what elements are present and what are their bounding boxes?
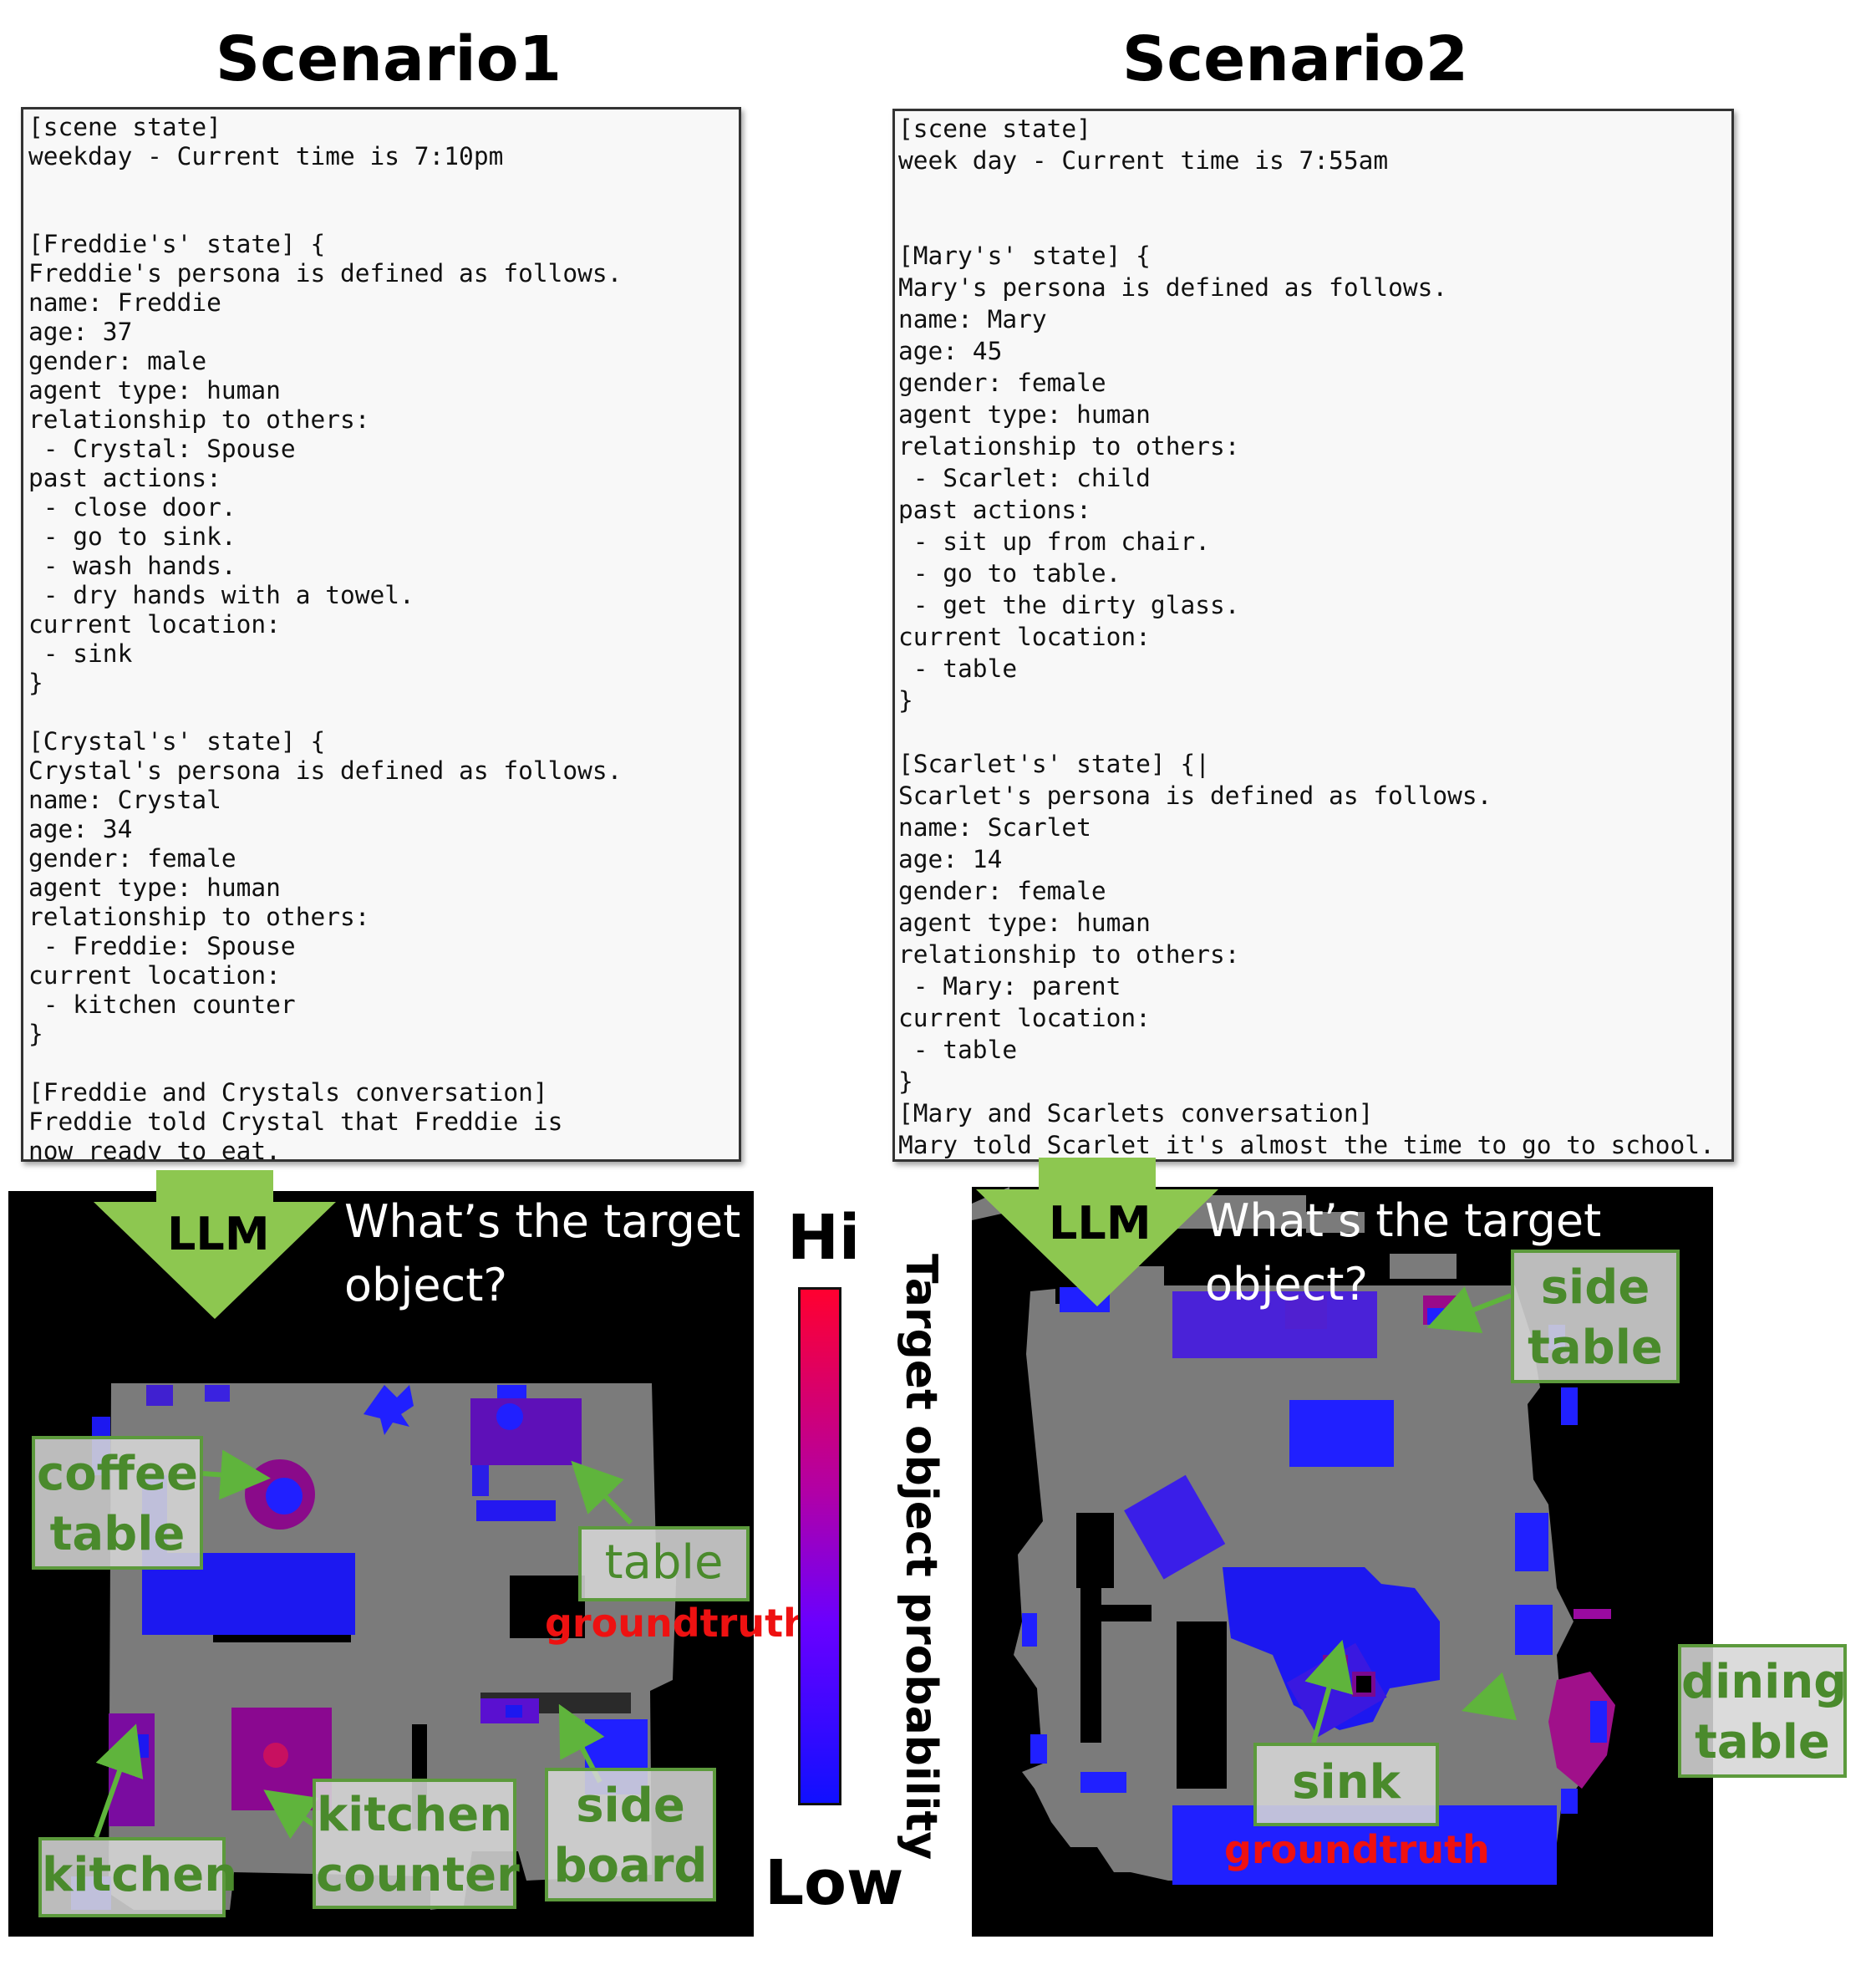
label-dining-table: dining table: [1678, 1644, 1847, 1778]
label-kitchen-counter: kitchen counter: [313, 1779, 520, 1909]
scenario2-prompt-text: [scene state] week day - Current time is…: [898, 115, 1715, 1159]
scenario1-prompt-text: [scene state] weekday - Current time is …: [28, 113, 623, 1162]
scenario2-llm-arrow: [976, 1158, 1218, 1306]
scenario1-question: What’s the target object?: [344, 1195, 741, 1311]
label-table: table: [578, 1526, 750, 1601]
label-kitchen: kitchen: [38, 1837, 237, 1917]
scenario2-question: What’s the target object?: [1205, 1194, 1602, 1311]
scenario1-llm-arrow: [94, 1170, 336, 1319]
colorbar-title: Target object probability: [896, 1254, 946, 1861]
scenario2-groundtruth-label: groundtruth: [1224, 1827, 1490, 1872]
label-side-board: side board: [545, 1768, 716, 1901]
scenario1-llm-label: LLM: [167, 1208, 270, 1260]
colorbar-high-label: Hi: [787, 1202, 861, 1274]
colorbar: [798, 1287, 841, 1805]
scenario2-llm-label: LLM: [1049, 1197, 1152, 1250]
scenario1-groundtruth-label: groundtruth: [545, 1601, 811, 1646]
scenario1-title: Scenario1: [215, 23, 562, 95]
label-side-table: side table: [1511, 1250, 1680, 1383]
scenario2-title: Scenario2: [1121, 23, 1469, 95]
scenario2-prompt-box: [scene state] week day - Current time is…: [892, 109, 1734, 1162]
label-coffee-table: coffee table: [32, 1436, 203, 1570]
label-sink: sink: [1253, 1743, 1439, 1826]
scenario1-prompt-box: [scene state] weekday - Current time is …: [21, 107, 741, 1162]
colorbar-low-label: Low: [765, 1847, 904, 1919]
